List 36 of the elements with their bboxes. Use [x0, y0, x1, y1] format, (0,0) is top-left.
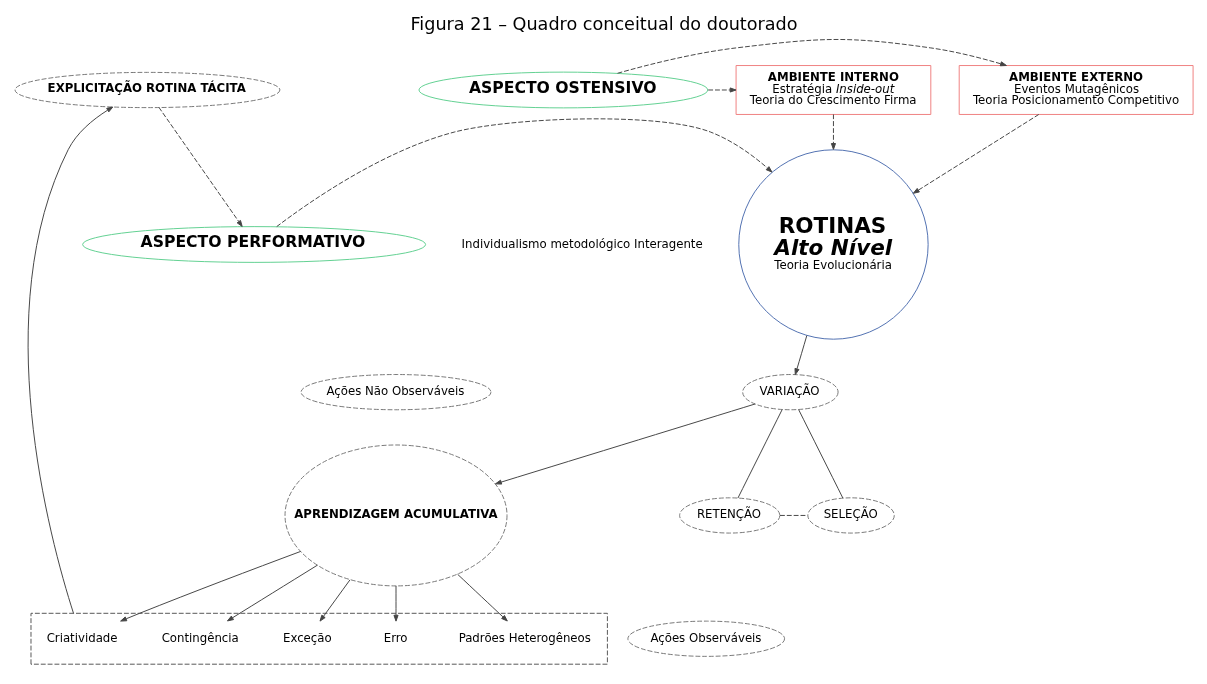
arrow — [275, 118, 772, 228]
arrow — [616, 39, 1007, 74]
node-box: AMBIENTE EXTERNO Eventos Mutagênicos Teoria Posicionamento Competitivo — [958, 65, 1194, 115]
node-ellipse: ASPECTO OSTENSIVO — [417, 71, 708, 109]
node-ellipse: Ações Não Observáveis — [300, 374, 491, 411]
node-ellipse: EXPLICITAÇÃO ROTINA TÁCITA — [14, 71, 280, 109]
arrow — [830, 114, 836, 150]
arrow — [392, 585, 399, 622]
node-ellipse: ASPECTO PERFORMATIVO — [81, 226, 426, 263]
arrow — [494, 403, 756, 485]
arrow — [319, 579, 350, 622]
node-text: Contingência — [161, 630, 239, 645]
node-ellipse: SELEÇÃO — [806, 497, 895, 534]
arrow — [158, 107, 243, 227]
node-text: Erro — [383, 630, 408, 645]
arrow — [456, 573, 508, 622]
arrow — [912, 114, 1039, 194]
node-ellipse: APRENDIZAGEM ACUMULATIVA — [284, 444, 507, 587]
connector — [778, 514, 808, 516]
diagram-title: Figura 21 – Quadro conceitual do doutorado — [409, 13, 798, 34]
label: Individualismo metodológico Interagente — [461, 236, 703, 251]
node-text: Padrões Heterogêneos — [458, 630, 591, 645]
node-ellipse: RETENÇÃO — [678, 497, 780, 534]
node-circle: ROTINAS Alto Nível Teoria Evolucionária — [737, 149, 929, 340]
connector — [797, 409, 843, 499]
node-text: Exceção — [282, 630, 332, 645]
node-text: Criatividade — [46, 630, 117, 645]
arrow — [707, 87, 737, 93]
node-ellipse: VARIAÇÃO — [741, 374, 839, 411]
node-ellipse: Ações Observáveis — [626, 620, 785, 657]
node-box: AMBIENTE INTERNO Estratégia Inside-out Teoria do Crescimento Firma — [735, 65, 931, 115]
arrow — [27, 106, 113, 614]
connector — [736, 409, 783, 499]
arrow — [794, 335, 807, 376]
arrow — [226, 564, 318, 622]
arrow — [119, 550, 301, 622]
